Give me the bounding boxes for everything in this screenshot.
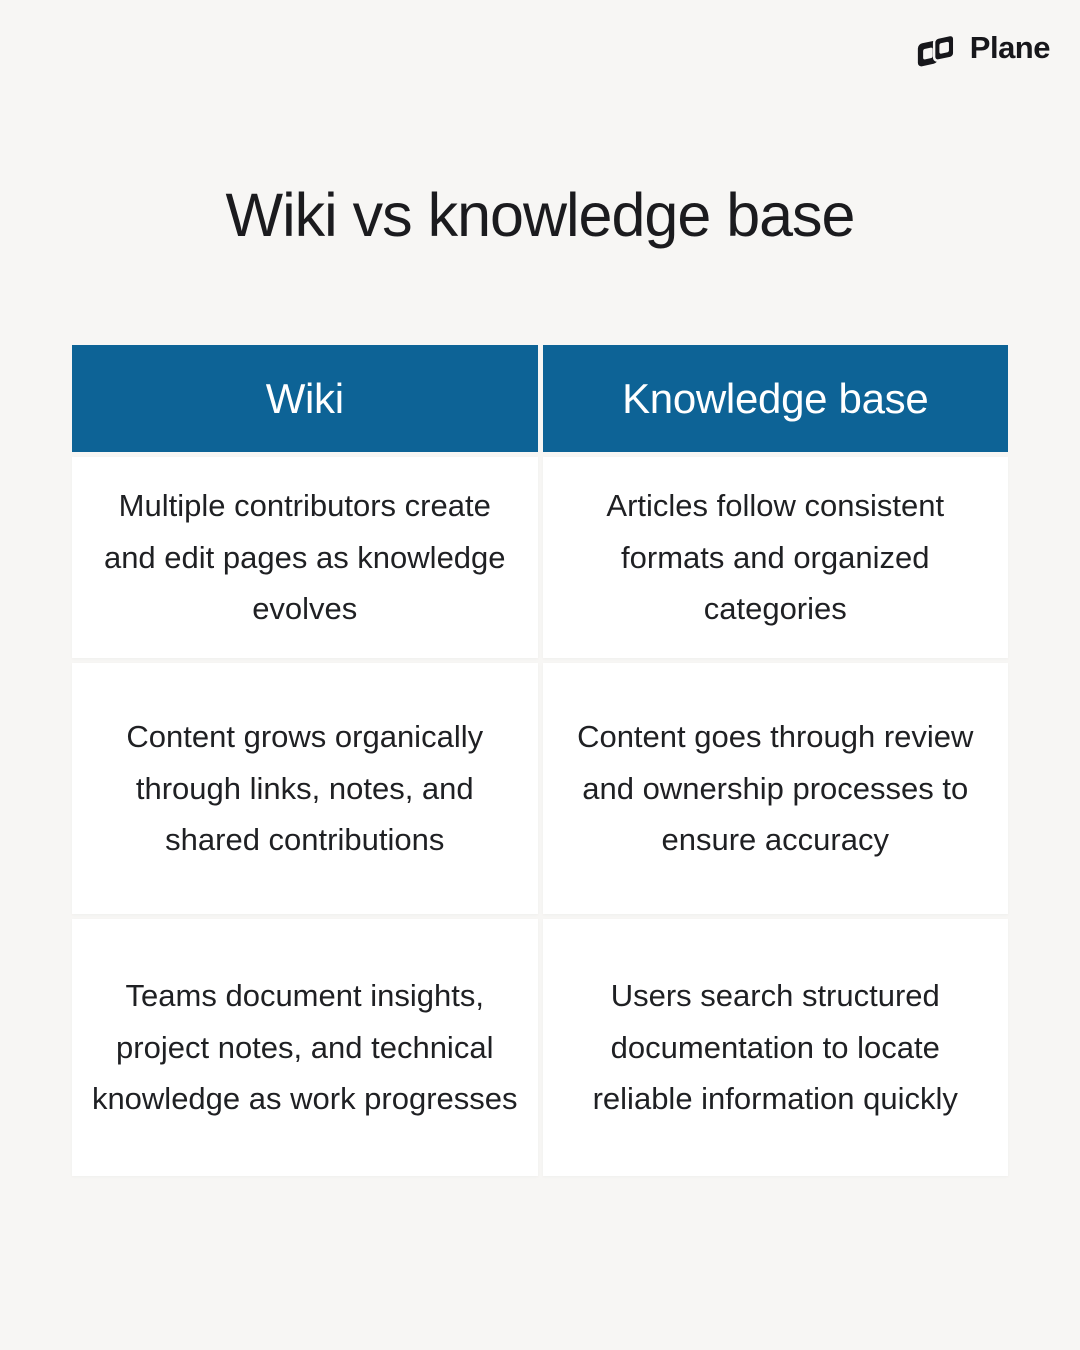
table-cell-wiki-row3: Teams document insights, project notes, … bbox=[72, 919, 538, 1176]
table-cell-knowledge-base-row2: Content goes through review and ownershi… bbox=[542, 663, 1008, 914]
table-header-knowledge-base: Knowledge base bbox=[542, 345, 1008, 452]
plane-logo-icon bbox=[914, 26, 960, 70]
table-cell-knowledge-base-row1: Articles follow consistent formats and o… bbox=[542, 457, 1008, 658]
table-cell-wiki-row2: Content grows organically through links,… bbox=[72, 663, 538, 914]
page-title: Wiki vs knowledge base bbox=[225, 181, 856, 249]
plane-logo: Plane bbox=[914, 26, 1051, 70]
table-cell-knowledge-base-row3: Users search structured documentation to… bbox=[542, 919, 1008, 1176]
table-cell-wiki-row1: Multiple contributors create and edit pa… bbox=[72, 457, 538, 658]
table-header-wiki: Wiki bbox=[72, 345, 538, 452]
plane-logo-text: Plane bbox=[969, 30, 1051, 65]
comparison-table: Wiki Knowledge base Multiple contributor… bbox=[72, 345, 1008, 1176]
